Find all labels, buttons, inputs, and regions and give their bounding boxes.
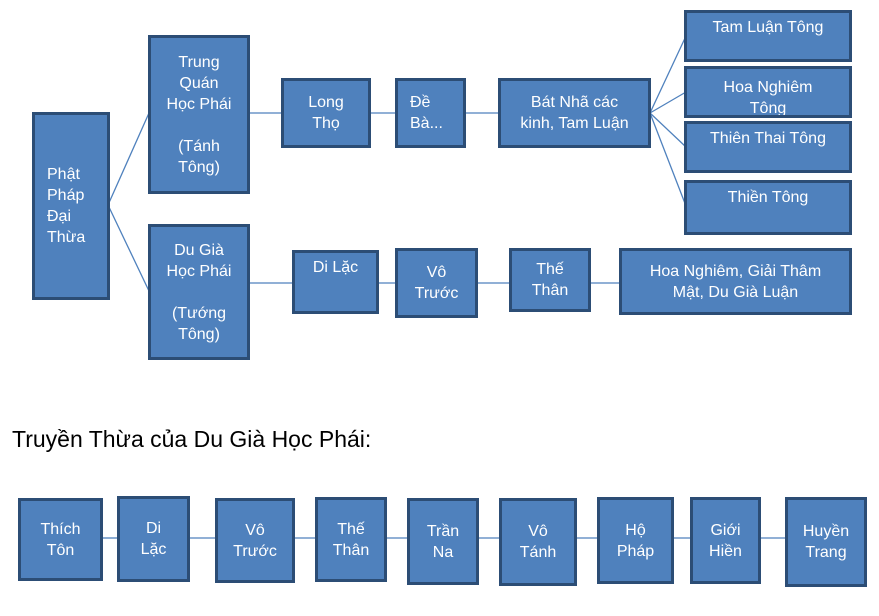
node-bat-nha: Bát Nhã các kinh, Tam Luận [498, 78, 651, 148]
node-thien-tong: Thiền Tông [684, 180, 852, 235]
lineage-item: Di Lặc [117, 496, 190, 582]
lineage-item: Trần Na [407, 498, 479, 585]
node-phat-phap-dai-thua: Phật Pháp Đại Thừa [32, 112, 110, 300]
node-kinh-luan: Hoa Nghiêm, Giải Thâm Mật, Du Già Luận [619, 248, 852, 315]
node-du-gia-hoc-phai: Du Già Học Phái (Tướng Tông) [148, 224, 250, 360]
node-thien-thai-tong: Thiên Thai Tông [684, 121, 852, 173]
lineage-item: Thế Thân [315, 497, 387, 582]
node-hoa-nghiem-tong: Hoa Nghiêm Tông [684, 66, 852, 118]
lineage-item: Hộ Pháp [597, 497, 674, 584]
lineage-item: Vô Trước [215, 498, 295, 583]
lineage-heading: Truyền Thừa của Du Già Học Phái: [12, 426, 372, 452]
node-the-than: Thế Thân [509, 248, 591, 312]
node-di-lac: Di Lặc [292, 250, 379, 314]
node-de-ba: Đề Bà... [395, 78, 466, 148]
node-vo-truoc: Vô Trước [395, 248, 478, 318]
node-tam-luan-tong: Tam Luận Tông [684, 10, 852, 62]
lineage-item: Giới Hiền [690, 497, 761, 584]
lineage-item: Vô Tánh [499, 498, 577, 586]
lineage-item: Thích Tôn [18, 498, 103, 581]
node-long-tho: Long Thọ [281, 78, 371, 148]
node-trung-quan-hoc-phai: Trung Quán Học Phái (Tánh Tông) [148, 35, 250, 194]
lineage-item: Huyền Trang [785, 497, 867, 587]
